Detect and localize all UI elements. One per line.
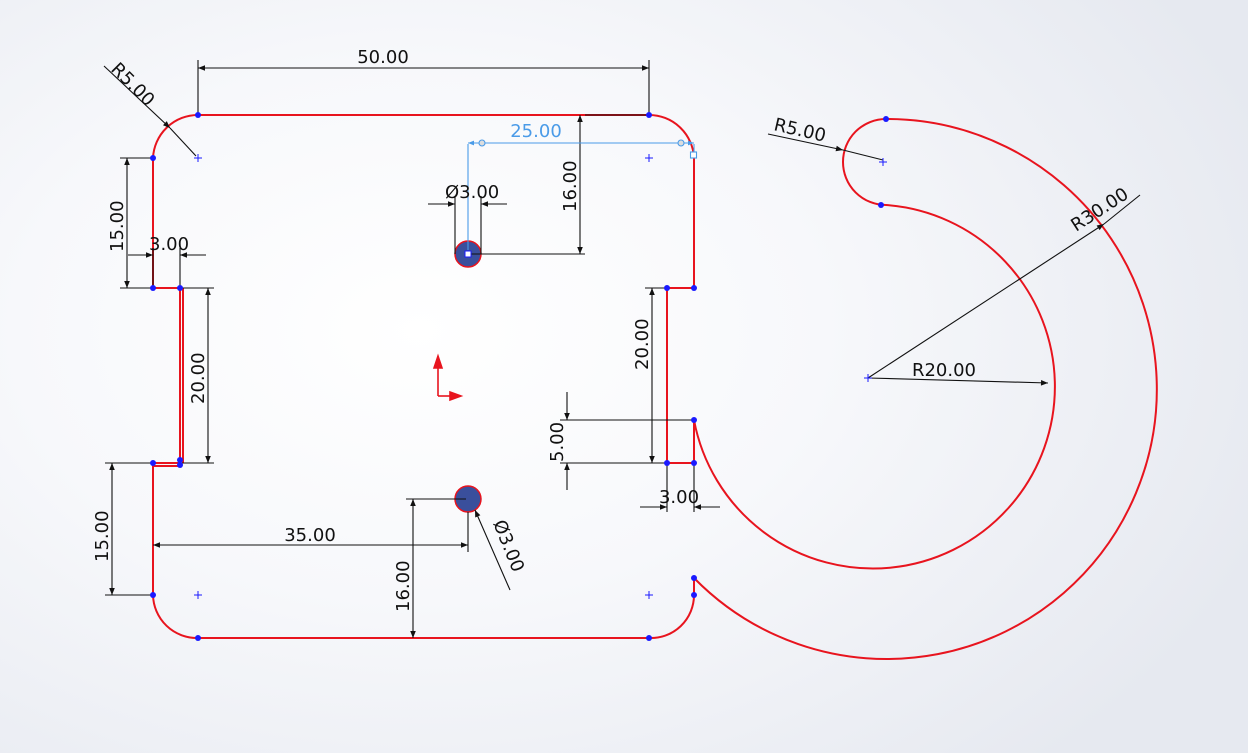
leader-hook-outer-radius[interactable] — [867, 223, 1105, 379]
center-mark-icon — [194, 154, 202, 162]
vertex-point-icon[interactable] — [878, 202, 884, 208]
plate-outline[interactable] — [152, 113, 1158, 660]
vertex-point-icon[interactable] — [150, 460, 156, 466]
label-hole-spacing[interactable]: 25.00 — [510, 121, 562, 142]
label-bottom-hole-y[interactable]: 16.00 — [393, 560, 414, 612]
vertex-point-icon[interactable] — [177, 462, 183, 468]
center-mark-icon — [194, 591, 202, 599]
vertex-point-icon[interactable] — [150, 592, 156, 598]
vertex-point-icon[interactable] — [691, 592, 697, 598]
label-top-width[interactable]: 50.00 — [357, 47, 409, 68]
center-mark-icon — [645, 154, 653, 162]
label-bottom-hole-x[interactable]: 35.00 — [284, 525, 336, 546]
vertex-point-icon[interactable] — [664, 285, 670, 291]
label-hook-inner-radius[interactable]: R20.00 — [912, 360, 976, 381]
vertex-point-icon[interactable] — [883, 116, 889, 122]
vertex-point-icon[interactable] — [195, 635, 201, 641]
dim-grip-handle[interactable] — [478, 139, 486, 147]
center-mark-icon — [645, 591, 653, 599]
label-lower-left-height[interactable]: 15.00 — [92, 510, 113, 562]
label-right-step-height[interactable]: 5.00 — [547, 422, 568, 462]
label-right-notch-depth[interactable]: 3.00 — [659, 487, 699, 508]
vertex-point-icon[interactable] — [691, 460, 697, 466]
vertex-point-icon[interactable] — [150, 155, 156, 161]
label-upper-notch-depth[interactable]: 3.00 — [149, 234, 189, 255]
vertex-point-icon[interactable] — [691, 575, 697, 581]
vertex-point-icon[interactable] — [177, 457, 183, 463]
label-upper-left-height[interactable]: 15.00 — [107, 200, 128, 252]
label-left-slot-height[interactable]: 20.00 — [188, 352, 209, 404]
dim-endpoint-handle[interactable] — [689, 151, 698, 159]
label-top-hole-dia[interactable]: Ø3.00 — [445, 182, 499, 203]
leader-hook-inner-radius[interactable] — [867, 377, 1049, 386]
label-hook-tip-radius[interactable]: R5.00 — [772, 114, 828, 146]
leader-top-left-fillet[interactable] — [103, 65, 171, 129]
center-mark-icon — [879, 158, 887, 166]
vertex-point-icon[interactable] — [646, 112, 652, 118]
label-top-hole-offset[interactable]: 16.00 — [560, 160, 581, 212]
hole-center-icon[interactable] — [464, 250, 472, 258]
leader-hook-tip-radius[interactable] — [767, 133, 844, 152]
vertex-point-icon[interactable] — [691, 417, 697, 423]
leader-bottom-hole-dia[interactable] — [474, 509, 511, 591]
label-bottom-hole-dia[interactable]: Ø3.00 — [488, 517, 528, 575]
center-mark-icon — [864, 374, 872, 382]
label-right-slot-height[interactable]: 20.00 — [632, 318, 653, 370]
label-hook-outer-radius[interactable]: R30.00 — [1067, 184, 1132, 236]
vertex-point-icon[interactable] — [691, 285, 697, 291]
vertex-point-icon[interactable] — [177, 285, 183, 291]
vertex-point-icon[interactable] — [195, 112, 201, 118]
origin-icon — [432, 353, 464, 402]
vertex-point-icon[interactable] — [664, 460, 670, 466]
vertex-point-icon[interactable] — [150, 285, 156, 291]
dim-grip-handle[interactable] — [677, 139, 685, 147]
vertex-point-icon[interactable] — [646, 635, 652, 641]
vertex-points — [150, 112, 889, 641]
label-top-left-fillet[interactable]: R5.00 — [106, 59, 158, 111]
